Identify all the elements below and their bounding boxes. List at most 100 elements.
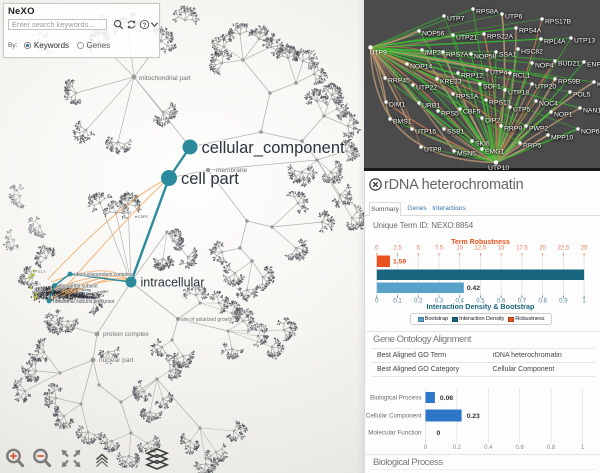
gene-label[interactable]: UTP21 — [456, 35, 477, 42]
gene-label[interactable]: HSC82 — [521, 49, 543, 56]
gene-node[interactable] — [516, 47, 520, 51]
gene-label[interactable]: UTP15 — [415, 129, 436, 136]
gene-node[interactable] — [540, 17, 544, 21]
gene-node[interactable] — [546, 133, 550, 137]
gene-node[interactable] — [582, 60, 586, 64]
gene-node[interactable] — [417, 101, 421, 105]
gene-label[interactable]: NOP4 — [535, 63, 554, 70]
search-input[interactable] — [8, 18, 107, 30]
gene-node[interactable] — [485, 68, 489, 72]
gene-node[interactable] — [452, 149, 456, 153]
fit-to-screen-button[interactable] — [59, 447, 83, 470]
gene-node[interactable] — [470, 139, 474, 143]
gene-node[interactable] — [441, 50, 445, 54]
refresh-icon[interactable] — [126, 19, 137, 30]
ontology-node[interactable] — [67, 271, 73, 277]
gene-node[interactable] — [388, 117, 392, 121]
gene-node[interactable] — [518, 141, 522, 145]
gene-label[interactable]: RPS17B — [545, 19, 572, 26]
gene-node[interactable] — [578, 106, 582, 110]
gene-label[interactable]: RPS7A — [446, 52, 469, 59]
gene-node[interactable] — [471, 7, 475, 11]
gene-label[interactable]: UTP22 — [416, 85, 437, 92]
ontology-node-cellular-component[interactable] — [182, 139, 198, 155]
term-label[interactable]: ribonucleoprotein complex — [73, 271, 133, 278]
gene-node[interactable] — [436, 109, 440, 113]
radio-keywords[interactable] — [24, 42, 31, 49]
gene-node[interactable] — [493, 160, 499, 165]
gene-node[interactable] — [451, 92, 455, 96]
gene-label[interactable]: RRP9 — [504, 126, 522, 133]
gene-node[interactable] — [530, 61, 534, 65]
gene-node[interactable] — [484, 98, 488, 102]
ontology-label[interactable]: cellular_component — [201, 138, 347, 158]
ontology-label[interactable]: cell part — [180, 169, 240, 189]
gene-node[interactable] — [494, 50, 498, 54]
gene-label[interactable]: KRE33 — [440, 79, 462, 86]
chevron-down-icon[interactable] — [150, 19, 159, 30]
gene-node[interactable] — [524, 124, 528, 128]
help-icon[interactable]: ? — [139, 19, 150, 30]
gene-label[interactable]: DIP2 — [485, 118, 500, 125]
gene-label[interactable]: SKI6 — [475, 141, 490, 148]
gene-node[interactable] — [469, 52, 473, 56]
ontology-node-cell-part[interactable] — [161, 170, 177, 186]
gene-label[interactable]: MSN5 — [457, 151, 476, 158]
gene-label[interactable]: UTP6 — [505, 14, 523, 21]
radio-genes-label[interactable]: Genes — [87, 41, 111, 50]
term-label[interactable]: ribosomal subunit — [58, 283, 99, 290]
gene-label[interactable]: RPS1A — [456, 94, 479, 101]
gene-node[interactable] — [405, 62, 409, 66]
gene-label[interactable]: RPS5 — [441, 111, 459, 118]
gene-label[interactable]: NOP14 — [410, 64, 433, 71]
gene-label[interactable]: UTP20 — [535, 84, 556, 91]
gene-node[interactable] — [419, 145, 423, 149]
gene-label[interactable]: UTP8 — [424, 147, 442, 154]
gene-label[interactable]: RRP12 — [461, 73, 483, 80]
gene-label[interactable]: SSB1 — [447, 129, 465, 136]
term-label[interactable]: ribosomal subunit precursor — [52, 298, 115, 305]
term-label[interactable]: membrane — [215, 166, 248, 175]
gene-node[interactable] — [482, 32, 486, 36]
collapse-button[interactable] — [95, 453, 109, 468]
gene-label[interactable]: NOC4 — [539, 101, 558, 108]
gene-label[interactable]: UTP18 — [508, 90, 529, 97]
gene-node[interactable] — [514, 26, 518, 30]
term-label[interactable]: protein complex — [102, 330, 150, 339]
gene-node[interactable] — [503, 88, 507, 92]
gene-label[interactable]: URB1 — [422, 103, 440, 110]
gene-node[interactable] — [368, 45, 373, 50]
gene-node[interactable] — [442, 14, 446, 18]
gene-label[interactable]: RPS4A — [519, 28, 542, 35]
gene-label[interactable]: UTP9 — [370, 50, 388, 57]
gene-label[interactable]: MPP10 — [551, 135, 574, 142]
zoom-out-button[interactable] — [31, 447, 53, 470]
gene-node[interactable] — [456, 71, 460, 75]
radio-keywords-label[interactable]: Keywords — [34, 41, 69, 50]
tab-interactions[interactable]: Interactions — [431, 202, 467, 216]
gene-node[interactable] — [539, 37, 543, 41]
gene-node[interactable] — [500, 12, 504, 16]
gene-label[interactable]: NAN1 — [583, 108, 600, 115]
gene-node[interactable] — [508, 71, 512, 75]
gene-node[interactable] — [508, 105, 512, 109]
gene-node[interactable] — [478, 82, 482, 86]
tab-summary[interactable]: Summary — [369, 202, 401, 216]
gene-label[interactable]: BUD21 — [558, 61, 580, 68]
gene-node[interactable] — [499, 124, 503, 128]
layers-button[interactable] — [145, 447, 169, 471]
gene-node[interactable] — [480, 147, 484, 151]
close-icon[interactable] — [368, 178, 382, 191]
gene-node[interactable] — [411, 83, 415, 87]
gene-node[interactable] — [410, 127, 414, 131]
gene-node[interactable] — [569, 36, 573, 40]
gene-node[interactable] — [384, 100, 388, 104]
gene-label[interactable]: UTP10 — [488, 165, 509, 171]
gene-node[interactable] — [576, 127, 580, 131]
ontology-node[interactable] — [46, 298, 52, 304]
gene-node[interactable] — [417, 29, 421, 33]
gene-label[interactable]: IMP3 — [425, 50, 441, 57]
search-icon[interactable] — [113, 19, 124, 30]
gene-node[interactable] — [420, 48, 424, 52]
gene-label[interactable]: RPL4A — [544, 39, 566, 46]
